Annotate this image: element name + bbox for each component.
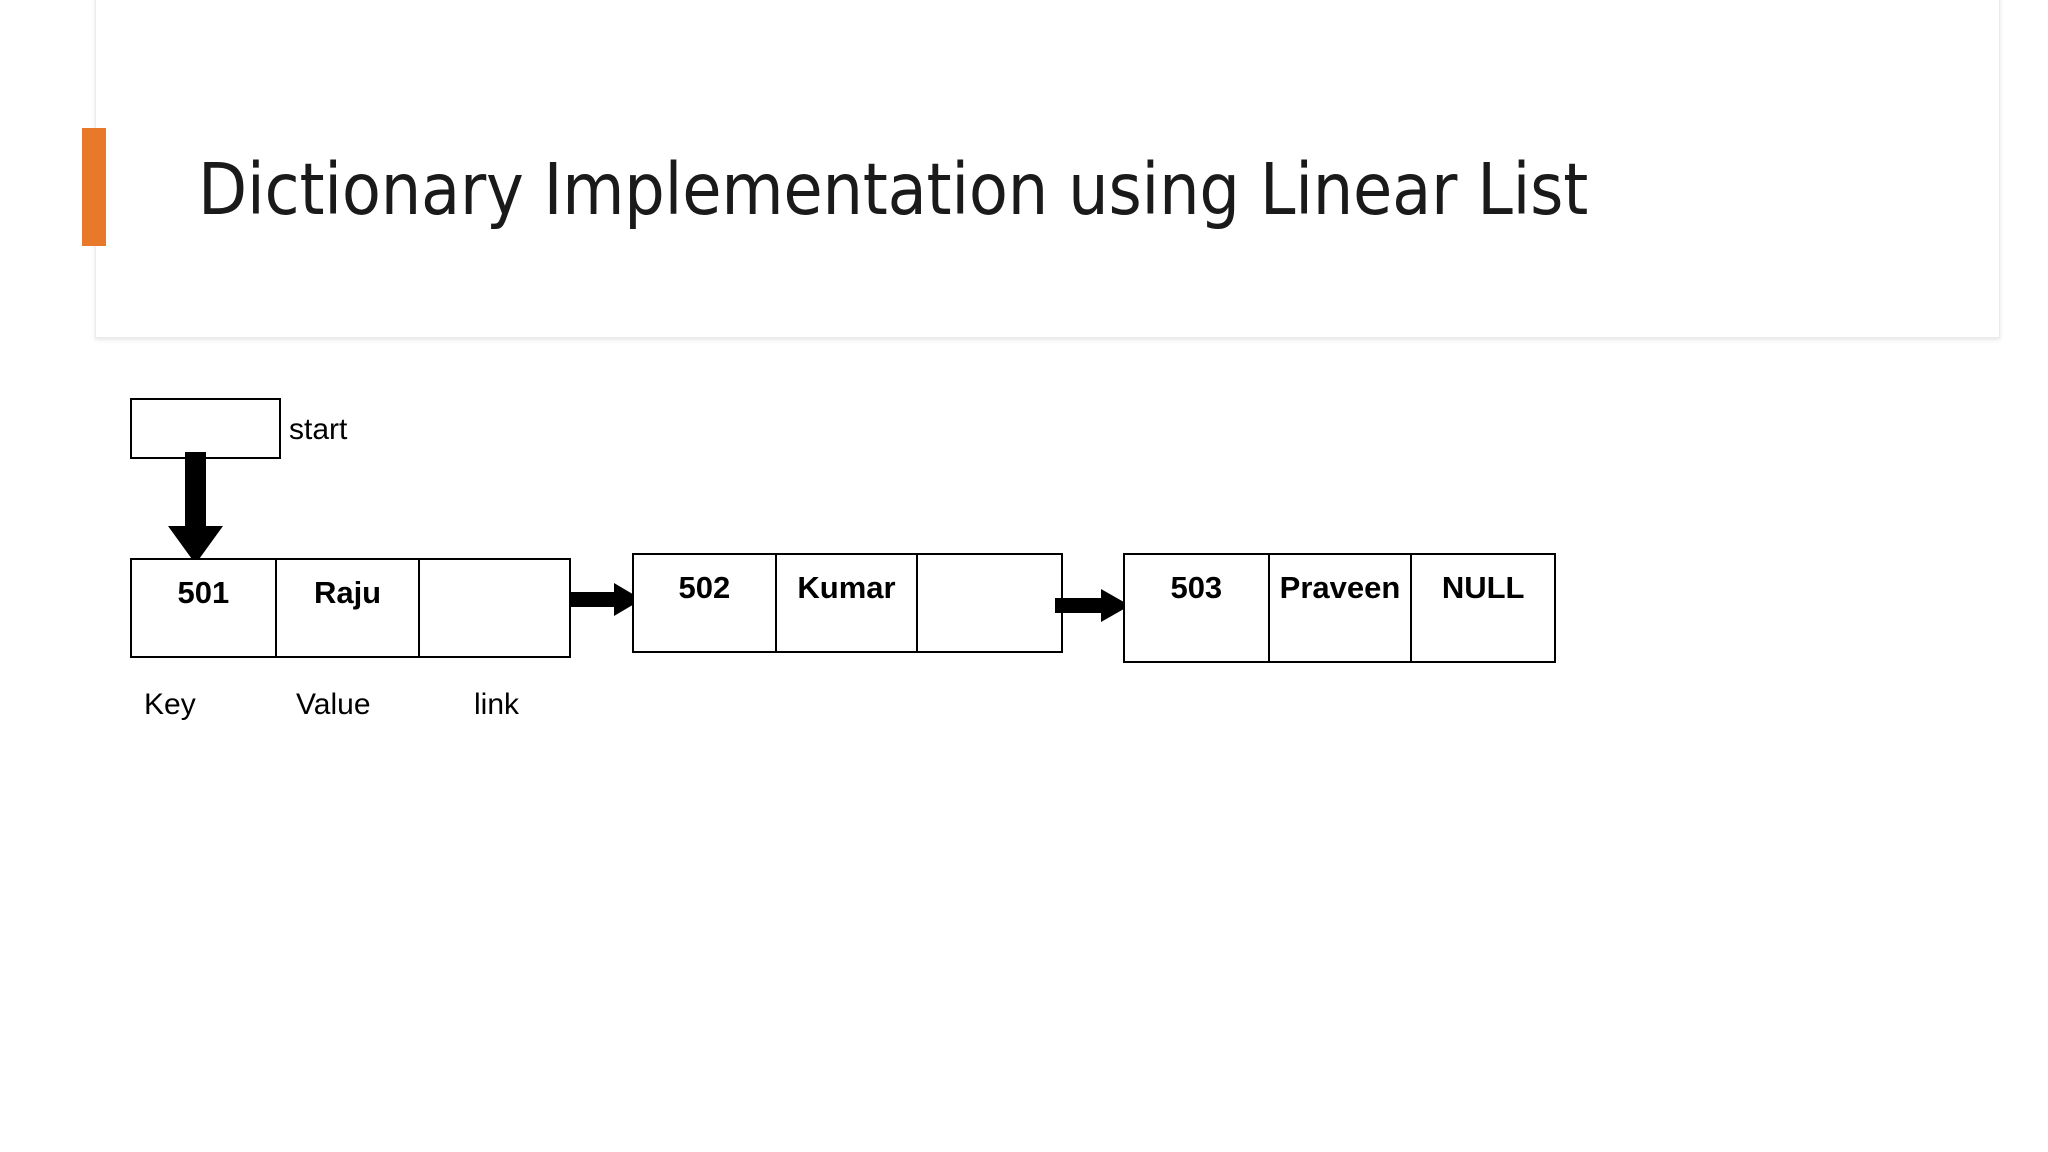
node-link-cell xyxy=(420,560,569,656)
list-node: 503 Praveen NULL xyxy=(1123,553,1556,663)
node-key-cell: 503 xyxy=(1125,555,1270,661)
field-label-link: link xyxy=(474,688,520,721)
node-link-cell: NULL xyxy=(1441,570,1525,605)
field-label-key: Key xyxy=(144,688,196,721)
start-pointer-box xyxy=(130,398,281,459)
page-title: Dictionary Implementation using Linear L… xyxy=(198,148,1589,231)
field-label-value: Value xyxy=(296,688,371,721)
node-link-cell xyxy=(918,555,1061,651)
node-value-cell: Raju xyxy=(277,560,421,656)
node-value-cell: Kumar xyxy=(777,555,919,651)
node-key-cell: 502 xyxy=(634,555,777,651)
start-pointer-label: start xyxy=(289,413,348,446)
list-node: 502 Kumar xyxy=(632,553,1063,653)
node1-to-node2-arrow xyxy=(569,583,642,616)
start-to-node1-arrow xyxy=(168,452,223,564)
node2-to-node3-arrow xyxy=(1055,589,1130,622)
title-accent-bar xyxy=(82,128,106,246)
node-value-cell: Praveen xyxy=(1270,555,1413,661)
title-card xyxy=(95,0,2000,338)
node-key-cell: 501 xyxy=(132,560,277,656)
list-node: 501 Raju xyxy=(130,558,571,658)
